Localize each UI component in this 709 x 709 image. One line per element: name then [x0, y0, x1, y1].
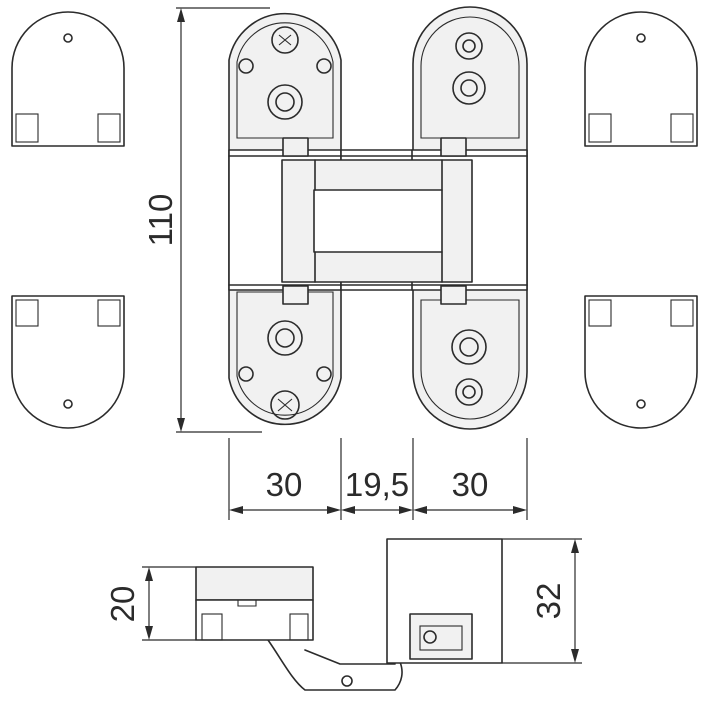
mount-hole — [316, 366, 332, 382]
cover-cap-top-left — [11, 11, 125, 147]
dimension-label-depth-large: 32 — [530, 583, 567, 620]
screw-hole-left-top — [271, 26, 299, 54]
mount-hole — [316, 58, 332, 74]
dimension-height: 110 — [142, 7, 270, 433]
dimension-label-gap-width: 19,5 — [345, 466, 409, 503]
dimension-label-depth-small: 20 — [104, 586, 141, 623]
screw-hole-left-bottom — [270, 390, 300, 420]
hinge-side-view — [195, 538, 503, 691]
cover-cap-bottom-right — [584, 295, 698, 429]
dimension-depth-small: 20 — [104, 566, 196, 641]
screw-hole-left-lower — [267, 320, 303, 356]
dimension-label-left-width: 30 — [266, 466, 303, 503]
dimension-widths: 30 19,5 30 — [228, 438, 528, 520]
dimension-label-right-width: 30 — [452, 466, 489, 503]
hinge-arm-mechanism — [228, 137, 528, 305]
screw-hole-right-upper — [452, 71, 486, 105]
screw-hole-right-lower — [451, 329, 487, 365]
cover-cap-bottom-left — [11, 295, 125, 429]
mount-hole — [238, 58, 254, 74]
dimension-depth-large: 32 — [502, 538, 582, 664]
mount-hole — [238, 366, 254, 382]
screw-hole-right-top — [455, 32, 483, 60]
screw-hole-right-bottom — [455, 378, 483, 406]
dimension-label-height: 110 — [142, 194, 179, 247]
cover-cap-top-right — [584, 11, 698, 147]
screw-hole-left-upper — [267, 84, 303, 120]
